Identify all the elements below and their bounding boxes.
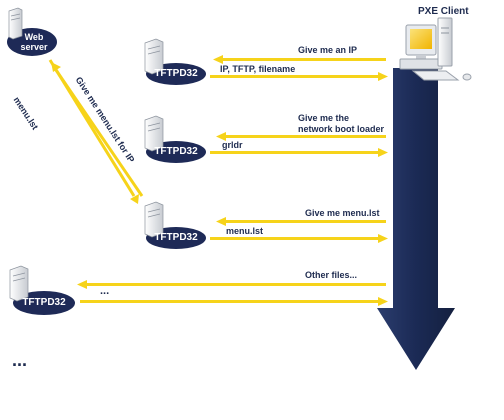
msg-menu-lst-reply: menu.lst <box>226 226 264 236</box>
msg-grldr: grldr <box>222 140 243 150</box>
server-tower-icon <box>8 7 23 40</box>
arrow-other-files <box>77 280 386 289</box>
web-server-label: Web server <box>20 32 48 52</box>
arrow-web-reply <box>48 59 139 204</box>
server-tower-icon <box>144 115 164 152</box>
tftpd-1-label: TFTPD32 <box>154 68 198 79</box>
arrow-give-me-ip <box>213 55 386 64</box>
msg-other-files: Other files... <box>305 270 358 280</box>
tftpd-3-label: TFTPD32 <box>154 232 198 243</box>
tftpd-node-1 <box>144 38 206 85</box>
arrow-ip-tftp-filename <box>210 72 388 81</box>
tftpd-4-label: TFTPD32 <box>22 297 66 308</box>
arrow-ellipsis-reply <box>80 297 388 306</box>
more-steps-ellipsis: ... <box>12 350 28 370</box>
msg-give-me-menu-lst: Give me menu.lst <box>305 208 380 218</box>
client-timeline-arrow <box>377 68 455 370</box>
msg-give-me-boot-loader: Give me the network boot loader <box>298 113 385 134</box>
tftpd-node-3 <box>144 201 206 249</box>
tftpd-2-label: TFTPD32 <box>154 146 198 157</box>
arrow-give-me-boot-loader <box>216 132 386 141</box>
server-tower-icon <box>144 201 164 238</box>
msg-ip-tftp-filename: IP, TFTP, filename <box>220 64 296 74</box>
arrow-give-me-menu-lst <box>216 217 386 226</box>
arrow-grldr <box>210 148 388 157</box>
msg-give-me-ip: Give me an IP <box>298 45 358 55</box>
server-tower-icon <box>9 265 29 302</box>
pxe-client-label: PXE Client <box>418 6 469 17</box>
desktop-computer-icon <box>399 17 472 81</box>
msg-ellipsis-reply: ... <box>100 285 110 297</box>
tftpd-node-4 <box>9 265 75 315</box>
tftpd-node-2 <box>144 115 206 163</box>
server-tower-icon <box>144 38 164 75</box>
arrow-menu-lst-reply <box>210 234 388 243</box>
web-server-node <box>7 7 57 56</box>
